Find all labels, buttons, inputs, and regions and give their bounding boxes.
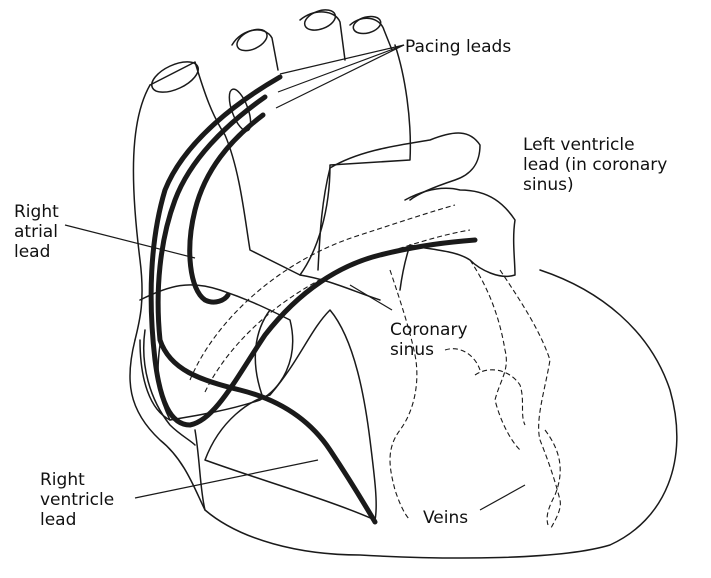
vein-branch-3 [500,270,560,530]
vein-branch-2 [470,260,520,450]
vein-branch-1 [390,270,417,520]
arch-vessel-3 [350,18,392,50]
label-right-ventricle-lead: Right ventricle lead [40,470,114,530]
arch-vessel-1 [232,30,278,70]
leader-coronary-sinus [350,285,392,310]
leader-pacing-3 [276,45,404,108]
leader-pacing-2 [278,45,404,92]
leader-veins [480,485,525,510]
leader-right-atrial [65,225,195,258]
label-veins: Veins [423,508,468,528]
vena-cava-outline [133,85,150,340]
right-atrial-lead-wire [190,115,263,302]
leader-right-ventricle [135,460,318,498]
label-coronary-sinus: Coronary sinus [390,320,468,360]
right-ventricle-outline [205,310,376,520]
vein-branch-4 [475,370,525,425]
leader-pacing-1 [280,45,404,74]
label-left-ventricle-lead: Left ventricle lead (in coronary sinus) [523,135,667,195]
label-right-atrial-lead: Right atrial lead [14,202,59,262]
label-pacing-leads: Pacing leads [405,37,511,57]
vein-branch-6 [545,430,560,525]
